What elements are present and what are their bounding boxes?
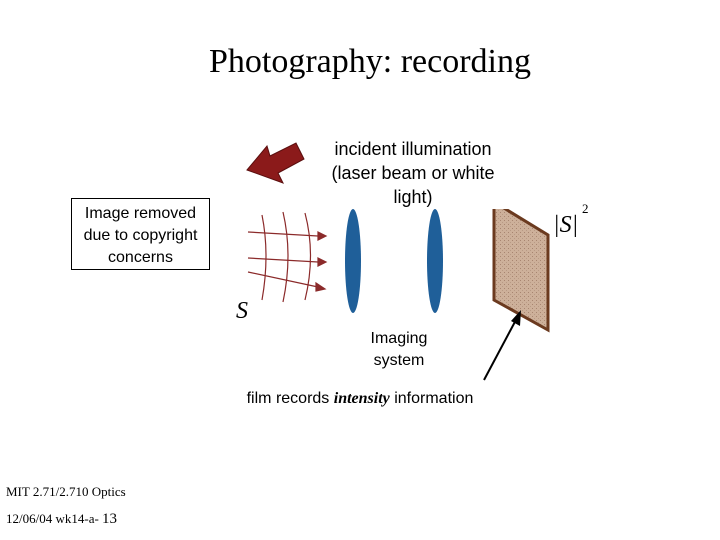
- incident-illumination-label: incident illumination (laser beam or whi…: [316, 137, 510, 209]
- image-placeholder-box: [71, 198, 210, 270]
- film-pointer-line: [483, 317, 518, 381]
- lens-1: [345, 209, 361, 313]
- footer-date: 12/06/04 wk14-a-: [6, 511, 99, 526]
- footer-course: MIT 2.71/2.710 Optics: [6, 484, 126, 499]
- rays: [247, 231, 328, 292]
- film-plate: [492, 199, 550, 333]
- incident-arrow-icon: [246, 142, 305, 184]
- imaging-system-label: Imaging system: [370, 330, 428, 369]
- intensity-symbol: |S|: [553, 212, 578, 238]
- wavefronts: [261, 211, 312, 303]
- film-records-label: film records intensity information: [210, 388, 510, 410]
- footer-page-number: 13: [102, 511, 118, 527]
- image-placeholder-text: Image removed due to copyright concerns: [83, 205, 198, 266]
- intensity-exponent: 2: [582, 201, 589, 216]
- film-records-emphasis: intensity: [333, 390, 390, 407]
- page-title: Photography: recording: [209, 43, 531, 80]
- film-records-suffix: information: [394, 390, 474, 407]
- footer-date-line: 12/06/04 wk14-a- 13: [6, 511, 117, 528]
- film-records-prefix: film records: [246, 390, 330, 407]
- source-symbol: S: [236, 298, 248, 324]
- film-pointer-arrowhead-icon: [511, 310, 521, 326]
- lens-2: [427, 209, 443, 313]
